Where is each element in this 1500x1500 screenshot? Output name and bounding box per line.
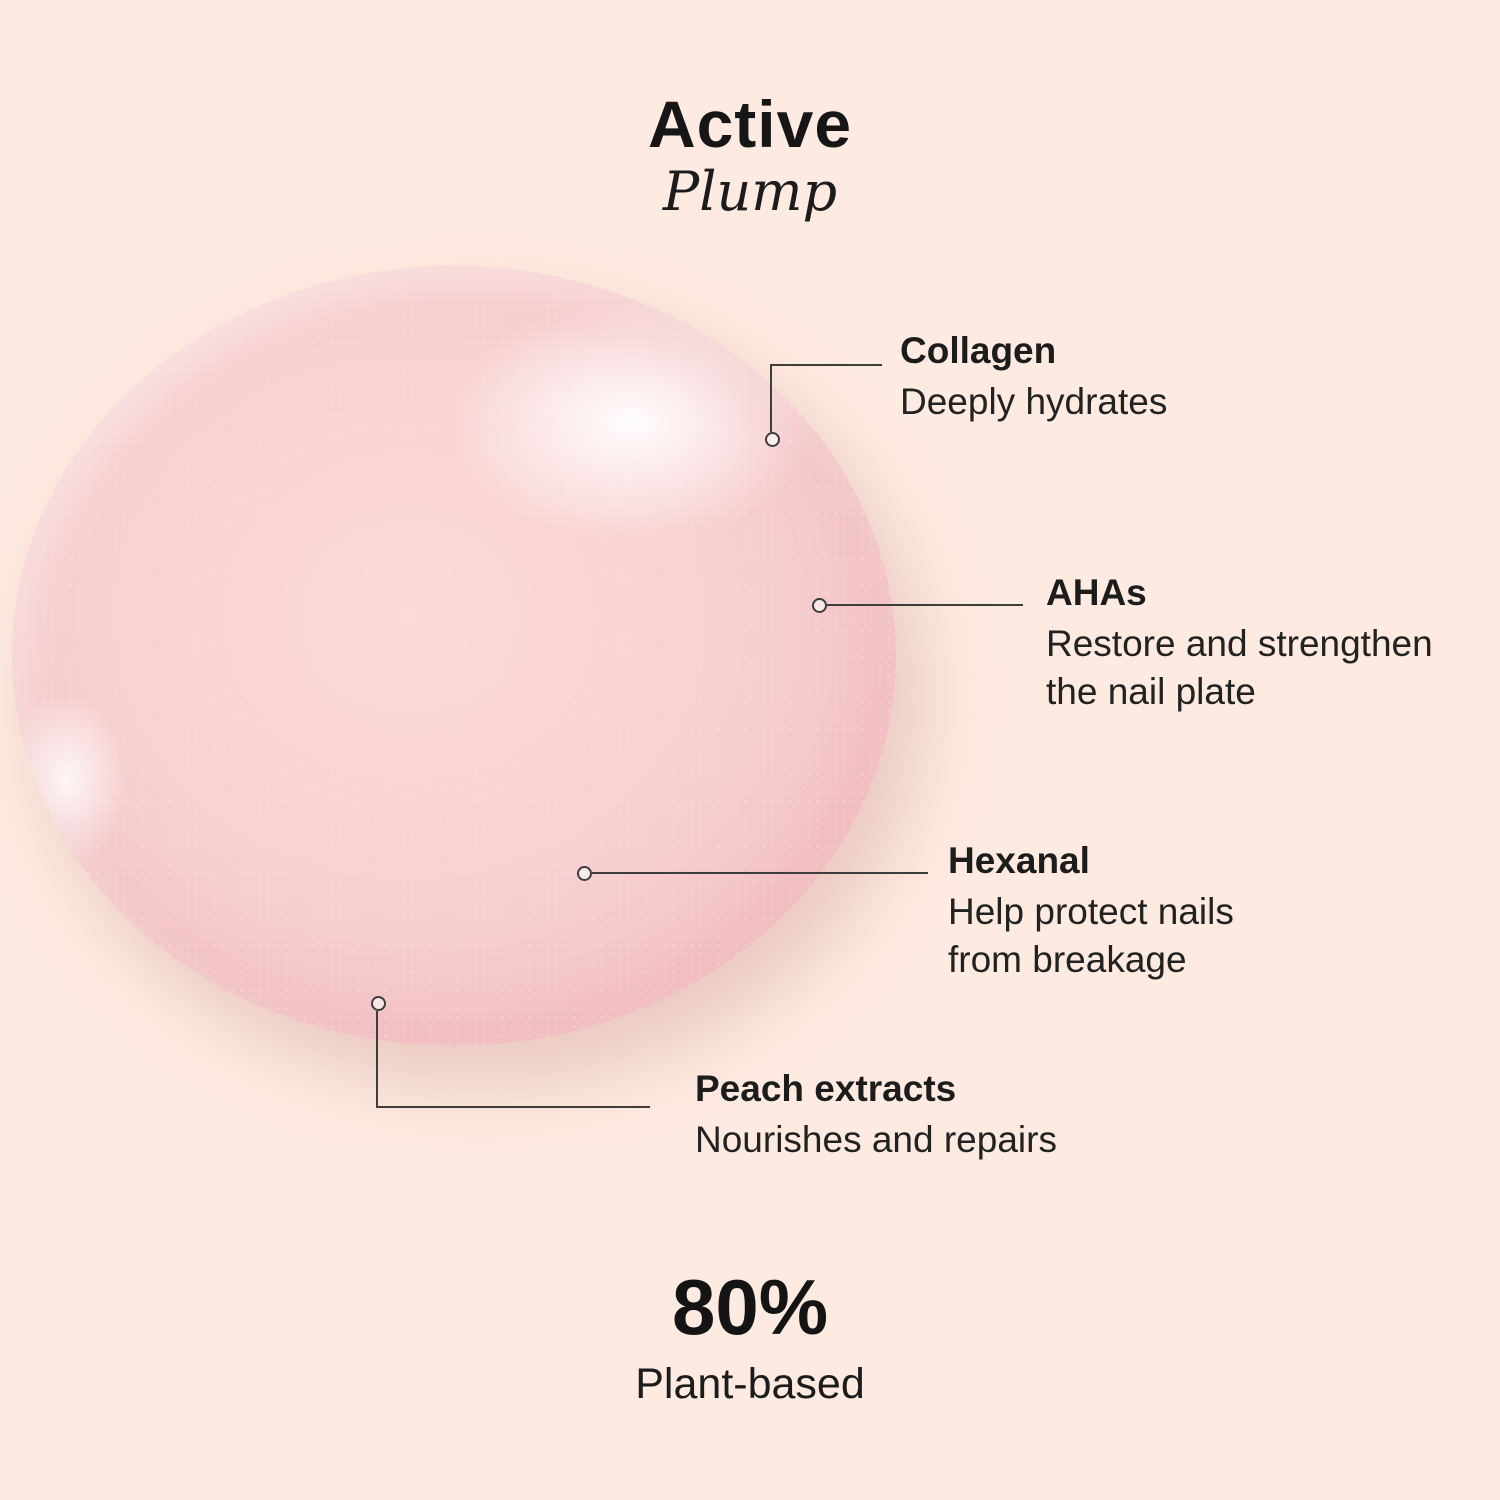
- callout-peach-line-vertical: [376, 1011, 378, 1107]
- callout-hexanal-name: Hexanal: [948, 840, 1090, 881]
- callout-hexanal-line-horizontal: [592, 872, 928, 874]
- callout-ahas-line-horizontal: [827, 604, 1023, 606]
- callout-collagen: Collagen Deeply hydrates: [900, 328, 1167, 426]
- callout-hexanal: Hexanal Help protect nails from breakage: [948, 838, 1278, 983]
- callout-collagen-line-vertical: [770, 364, 772, 432]
- plant-based-label: Plant-based: [635, 1360, 865, 1408]
- callout-peach-extracts: Peach extracts Nourishes and repairs: [695, 1066, 1057, 1164]
- callout-collagen-dot: [765, 432, 780, 447]
- page-subtitle: Plump: [662, 160, 838, 223]
- callout-ahas-name: AHAs: [1046, 572, 1147, 613]
- callout-peach-dot: [371, 996, 386, 1011]
- callout-collagen-line-horizontal: [770, 364, 882, 366]
- callout-peach-description: Nourishes and repairs: [695, 1119, 1057, 1161]
- callout-hexanal-description: Help protect nails from breakage: [948, 891, 1234, 980]
- callout-peach-name: Peach extracts: [695, 1068, 957, 1109]
- callout-hexanal-dot: [577, 866, 592, 881]
- callout-ahas-dot: [812, 598, 827, 613]
- callout-peach-line-horizontal: [376, 1106, 650, 1108]
- callout-collagen-description: Deeply hydrates: [900, 381, 1168, 423]
- callout-collagen-name: Collagen: [900, 330, 1057, 371]
- plant-based-percentage: 80%: [671, 1263, 829, 1351]
- product-swatch-blob: [12, 266, 896, 1046]
- page-title: Active: [647, 87, 853, 161]
- callout-ahas-description: Restore and strengthen the nail plate: [1046, 623, 1433, 712]
- callout-ahas: AHAs Restore and strengthen the nail pla…: [1046, 570, 1466, 715]
